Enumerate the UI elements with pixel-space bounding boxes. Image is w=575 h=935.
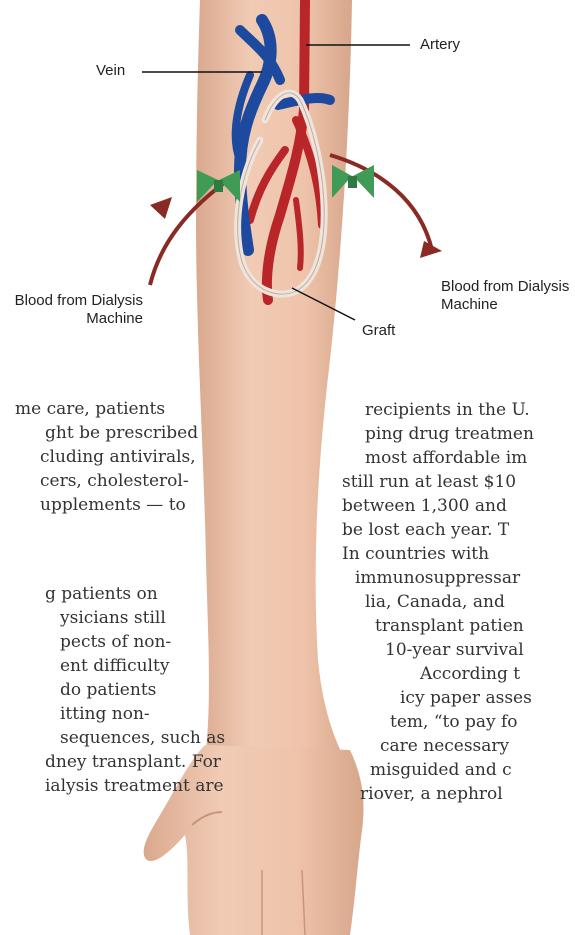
blood-right-line-2: Machine [441, 296, 575, 314]
left-line: pects of non- [60, 630, 171, 654]
left-line: upplements — to [40, 493, 186, 517]
left-line: cluding antivirals, [40, 445, 196, 469]
right-line: be lost each year. T [342, 518, 509, 542]
right-line: icy paper asses [400, 686, 532, 710]
right-line: In countries with [342, 542, 489, 566]
right-line: ping drug treatmen [365, 422, 534, 446]
blood-from-dialysis-left-label: Blood from Dialysis Machine [8, 292, 143, 328]
left-line: ght be prescribed [45, 421, 198, 445]
right-line: riover, a nephrol [360, 782, 503, 806]
blood-from-dialysis-right-label: Blood from Dialysis Machine [441, 278, 575, 314]
left-line: sequences, such as [60, 726, 225, 750]
right-line: most affordable im [365, 446, 527, 470]
right-line: recipients in the U. [365, 398, 530, 422]
left-line: me care, patients [15, 397, 165, 421]
right-line: tem, “to pay fo [390, 710, 518, 734]
blood-left-line-2: Machine [8, 310, 143, 328]
graft-label: Graft [362, 322, 395, 340]
right-line: lia, Canada, and [365, 590, 505, 614]
left-line: dney transplant. For [45, 750, 221, 774]
right-line: still run at least $10 [342, 470, 516, 494]
left-line: ysicians still [60, 606, 166, 630]
right-line: According t [420, 662, 520, 686]
left-line: ialysis treatment are [45, 774, 224, 798]
vein-label: Vein [96, 62, 125, 80]
left-line: cers, cholesterol- [40, 469, 189, 493]
artery-label: Artery [420, 36, 460, 54]
arrowhead-left [150, 197, 172, 219]
right-line: transplant patien [375, 614, 524, 638]
left-line: itting non- [60, 702, 150, 726]
right-line: care necessary [380, 734, 509, 758]
forearm [196, 0, 352, 760]
blood-left-line-1: Blood from Dialysis [8, 292, 143, 310]
right-line: 10-year survival [385, 638, 524, 662]
right-line: misguided and c [370, 758, 512, 782]
right-line: immunosuppressar [355, 566, 520, 590]
left-line: do patients [60, 678, 156, 702]
left-line: ent difficulty [60, 654, 169, 678]
blood-right-line-1: Blood from Dialysis [441, 278, 575, 296]
left-line: g patients on [45, 582, 158, 606]
right-line: between 1,300 and [342, 494, 507, 518]
